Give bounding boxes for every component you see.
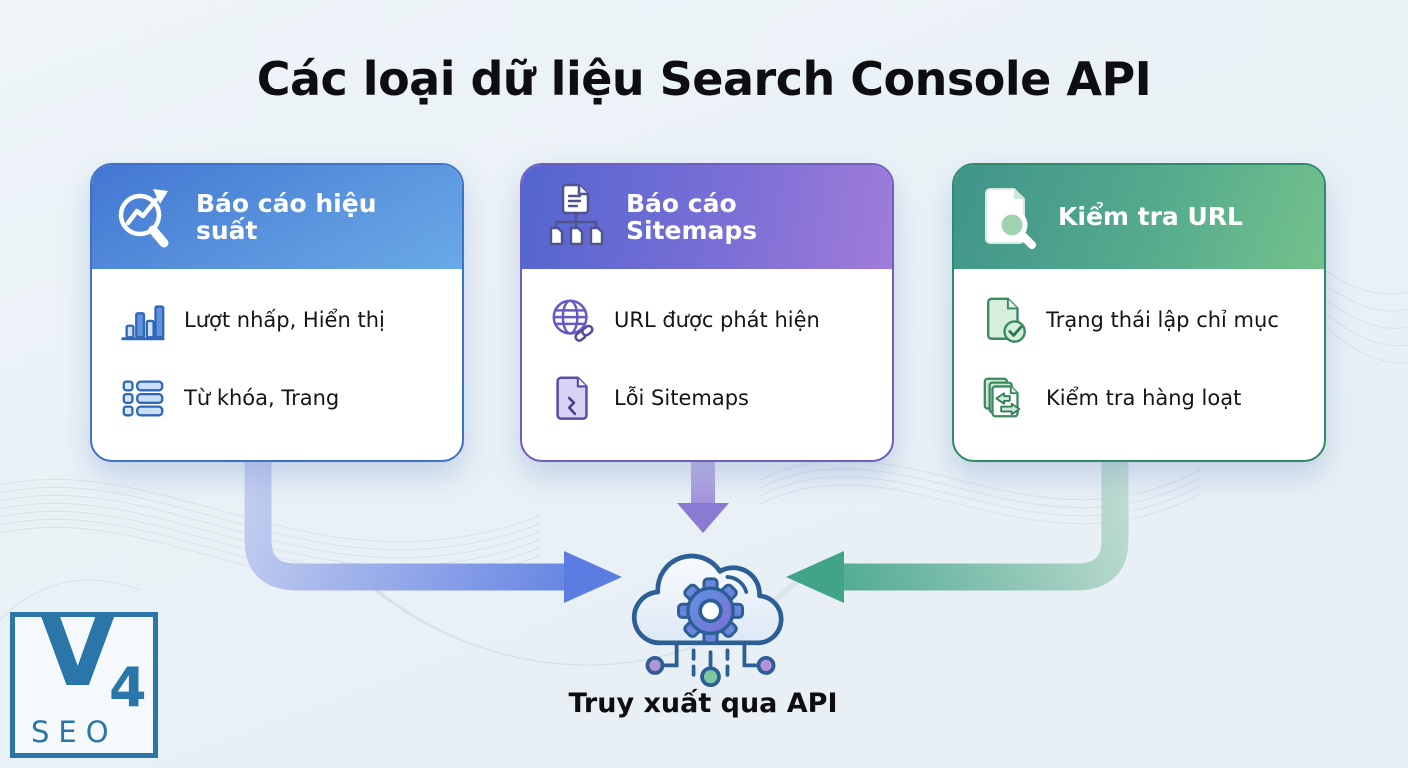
- item-label: Lượt nhấp, Hiển thị: [184, 308, 385, 332]
- globe-link-icon: [552, 299, 594, 342]
- card-sitemaps-title: Báo cáo Sitemaps: [626, 188, 758, 245]
- v4seo-logo: V 4 SEO: [10, 601, 158, 758]
- item-label: URL được phát hiện: [614, 308, 820, 332]
- item-sitemap-errors: Lỗi Sitemaps: [548, 373, 870, 423]
- card-sitemaps-header: Báo cáo Sitemaps: [522, 165, 892, 269]
- sitemap-icon: [549, 183, 604, 246]
- logo-seo-text: SEO: [31, 715, 118, 749]
- page-title: Các loại dữ liệu Search Console API: [256, 52, 1152, 106]
- card-url-inspection-header: Kiểm tra URL: [954, 165, 1324, 269]
- card-url-inspection: Kiểm tra URL Trạng thái lập chỉ mục Kiểm…: [952, 163, 1326, 462]
- document-search-icon: [985, 188, 1036, 249]
- arrow-sitemaps-to-api: [677, 456, 729, 533]
- card-performance-report: Báo cáo hiệu suất Lượt nhấp, Hiển thị: [90, 163, 464, 462]
- card-url-inspection-title: Kiểm tra URL: [1058, 202, 1243, 232]
- item-keywords-pages: Từ khóa, Trang: [118, 373, 440, 423]
- bar-chart-icon: [121, 305, 165, 341]
- batch-documents-icon: [983, 377, 1021, 418]
- item-index-status: Trạng thái lập chỉ mục: [980, 295, 1302, 345]
- search-trend-icon: [118, 189, 169, 248]
- document-check-icon: [986, 297, 1026, 343]
- item-label: Lỗi Sitemaps: [614, 386, 749, 410]
- list-icon: [122, 380, 164, 417]
- item-bulk-inspection: Kiểm tra hàng loạt: [980, 373, 1302, 423]
- api-cloud: [613, 528, 793, 688]
- card-performance-title: Báo cáo hiệu suất: [196, 188, 377, 245]
- item-label: Kiểm tra hàng loạt: [1046, 386, 1242, 410]
- item-clicks-impressions: Lượt nhấp, Hiển thị: [118, 295, 440, 345]
- logo-letter-v: V: [39, 592, 117, 709]
- arrow-performance-to-api: [244, 458, 622, 603]
- item-label: Trạng thái lập chỉ mục: [1046, 308, 1279, 332]
- item-urls-discovered: URL được phát hiện: [548, 295, 870, 345]
- cloud-gear-icon: [631, 553, 784, 688]
- broken-document-icon: [556, 376, 588, 420]
- card-performance-header: Báo cáo hiệu suất: [92, 165, 462, 269]
- api-label: Truy xuất qua API: [568, 688, 838, 719]
- item-label: Từ khóa, Trang: [184, 386, 340, 410]
- logo-digit-4: 4: [109, 656, 147, 719]
- card-sitemaps-report: Báo cáo Sitemaps URL được phát hiện: [520, 163, 894, 462]
- arrow-url-inspection-to-api: [786, 458, 1129, 603]
